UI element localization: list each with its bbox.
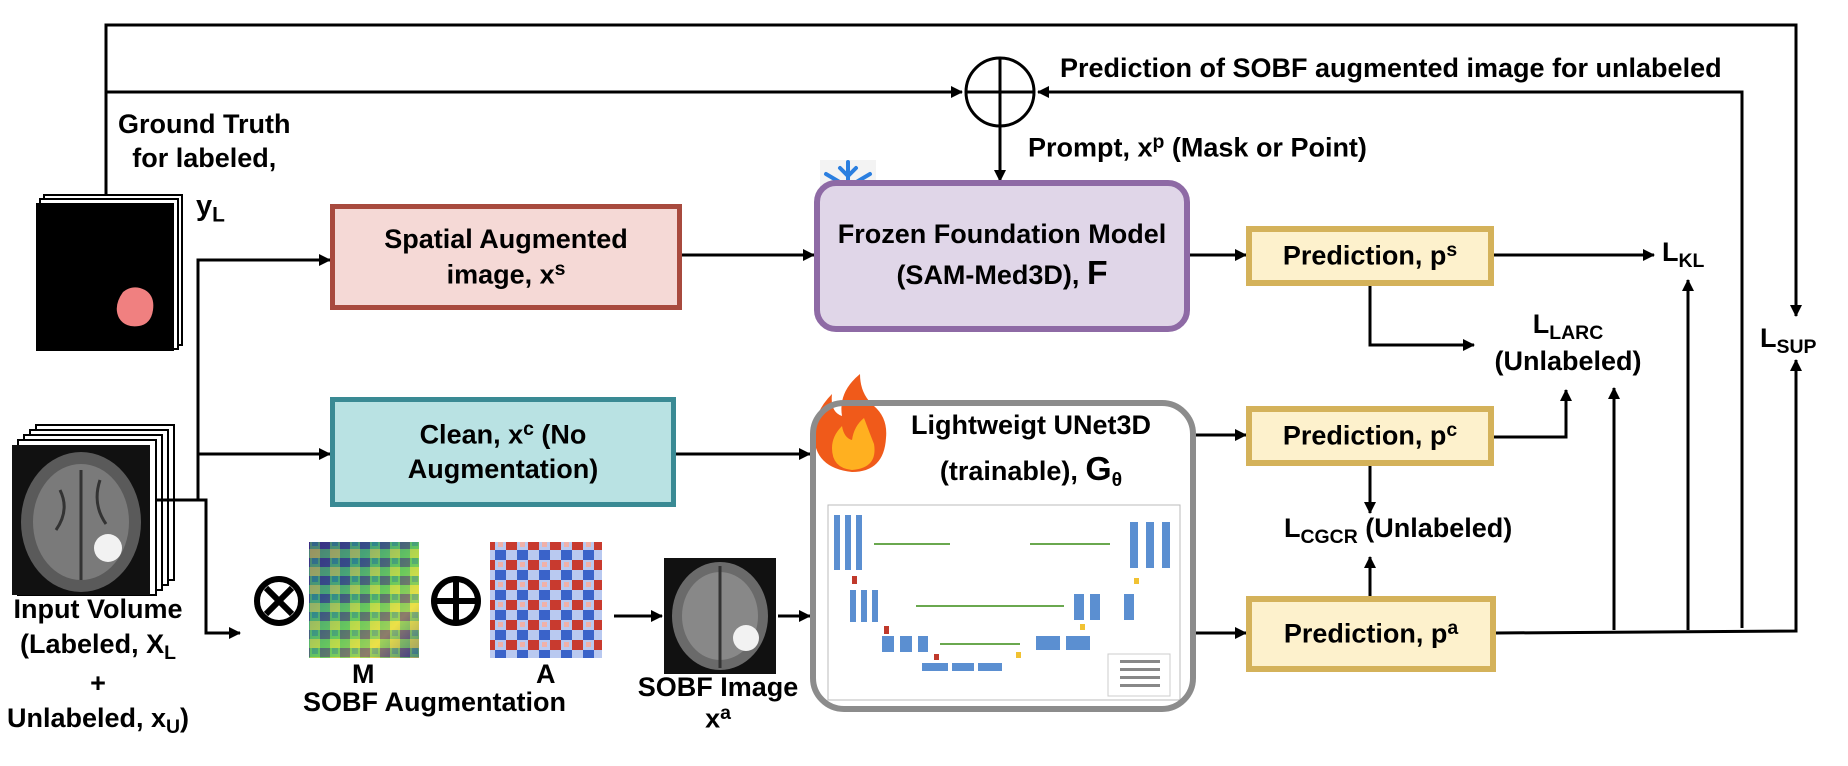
input-volume-label: Input Volume (Labeled, XL + Unlabeled, x…	[6, 594, 190, 739]
input-lines	[156, 249, 815, 639]
sum-node	[964, 56, 1036, 128]
ground-truth-stack	[36, 194, 183, 351]
circled-times-icon	[254, 576, 304, 626]
frozen-foundation-model-box: Frozen Foundation Model(SAM-Med3D), F	[814, 180, 1190, 332]
prediction-lines	[1190, 249, 1802, 639]
l-larc-label: LLARC (Unlabeled)	[1494, 309, 1642, 377]
l-kl-label: LKL	[1662, 237, 1705, 272]
top-loop-lines	[104, 23, 1802, 628]
top-feedback-label: Prediction of SOBF augmented image for u…	[1060, 53, 1722, 83]
lesion	[94, 534, 122, 562]
a-label: A	[536, 659, 556, 689]
ground-truth-symbol: yL	[196, 190, 225, 227]
unet-title: Lightweigt UNet3D (trainable), Gθ	[911, 410, 1151, 491]
sobf-output-image	[664, 558, 776, 674]
prediction-ps-box: Prediction, ps	[1246, 226, 1494, 286]
a-map-image	[490, 542, 602, 658]
prediction-pc-box: Prediction, pc	[1246, 406, 1494, 466]
prompt-label: Prompt, xp (Mask or Point)	[1028, 131, 1367, 163]
unet-box	[810, 400, 1196, 712]
tumor-mask	[116, 287, 154, 327]
input-volume-stack	[12, 424, 175, 596]
l-cgcr-label: LCGCR (Unlabeled)	[1284, 513, 1513, 548]
m-label: M	[352, 659, 375, 689]
circled-plus-icon	[431, 576, 481, 626]
prediction-pa-box: Prediction, pa	[1246, 596, 1496, 672]
sobf-contents	[254, 542, 602, 658]
unet-architecture-image	[827, 504, 1181, 701]
l-sup-label: LSUP	[1760, 323, 1817, 358]
sobf-augmentation-label: SOBF Augmentation	[303, 687, 566, 717]
